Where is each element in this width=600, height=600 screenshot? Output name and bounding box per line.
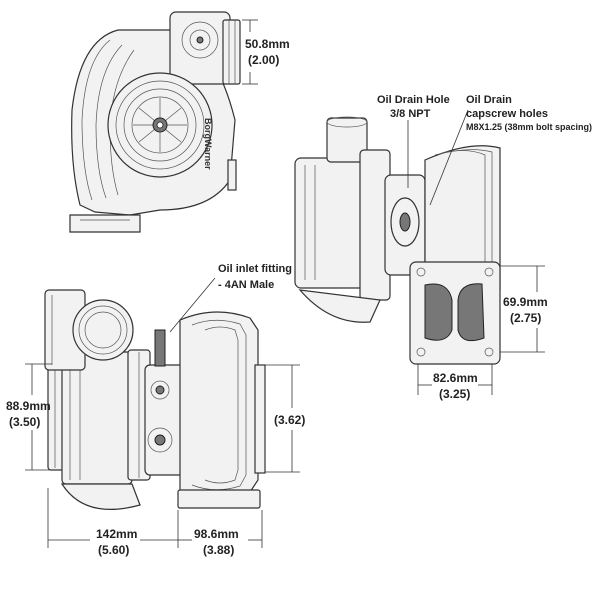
side-view: 69.9mm (2.75) 82.6mm (3.25) Oil Drain Ho… (294, 94, 592, 401)
dim-turbine-width-in: (3.88) (203, 543, 234, 557)
dim-length-in: (5.60) (98, 543, 129, 557)
oil-drain-screws-spec: M8X1.25 (38mm bolt spacing) (466, 122, 592, 132)
oil-drain-screws-title: Oil Drain (466, 94, 512, 106)
oil-inlet-title: Oil inlet fitting (218, 263, 292, 275)
front-view: BorgWarner 50.8mm (2.00) (69, 11, 290, 233)
lower-side-view: 88.9mm (3.50) (3.62) 142mm (5.60) 98.6mm… (6, 263, 305, 557)
dim-height-mm: 88.9mm (6, 399, 51, 413)
dim-height-in: (3.50) (9, 415, 40, 429)
dim-flange-height-mm: 69.9mm (503, 295, 548, 309)
oil-drain-hole-spec: 3/8 NPT (390, 108, 431, 120)
dim-turbine-width-mm: 98.6mm (194, 527, 239, 541)
dim-flange-width-mm: 82.6mm (433, 371, 478, 385)
dim-top-outlet-mm: 50.8mm (245, 37, 290, 51)
oil-drain-hole-title: Oil Drain Hole (377, 94, 450, 106)
dim-turbine-height-in: (3.62) (274, 413, 305, 427)
oil-drain-screws-line2: capscrew holes (466, 108, 548, 120)
dim-flange-height-in: (2.75) (510, 311, 541, 325)
dim-flange-width-in: (3.25) (439, 387, 470, 401)
brand-label: BorgWarner (203, 118, 213, 170)
dim-length-mm: 142mm (96, 527, 137, 541)
oil-inlet-spec: - 4AN Male (218, 279, 274, 291)
dim-top-outlet-in: (2.00) (248, 53, 279, 67)
